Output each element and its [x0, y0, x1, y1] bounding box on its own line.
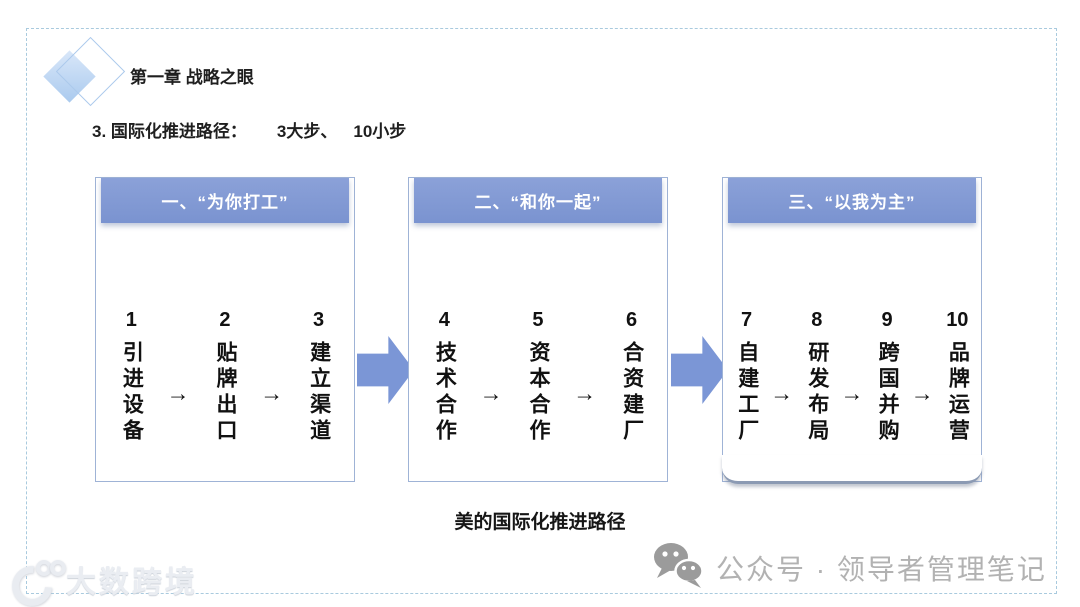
subtitle-small-steps: 10小步: [353, 122, 407, 141]
stage-1-steps: 1 引进设备 → 2 贴牌出口 → 3 建立渠道: [96, 223, 354, 445]
step-label: 跨国并购: [876, 341, 900, 445]
stage-3-steps: 7 自建工厂 → 8 研发布局 → 9 跨国并购 → 10 品牌运营: [723, 223, 981, 445]
arrow-right-icon: →: [770, 380, 794, 406]
step-label: 建立渠道: [307, 341, 331, 445]
subtitle-label: 3. 国际化推进路径：: [92, 122, 247, 141]
chapter-title: 第一章 战略之眼: [130, 68, 254, 87]
step-number: 10: [946, 309, 969, 331]
step-1: 1 引进设备: [119, 308, 143, 445]
step-label: 贴牌出口: [214, 341, 238, 445]
step-6: 6 合资建厂: [620, 308, 644, 445]
arrow-right-icon: →: [166, 380, 190, 406]
arrow-right-icon: →: [260, 380, 284, 406]
stage-2-title: 二、“和你一起”: [414, 178, 662, 223]
page-curl-shadow: [722, 455, 982, 484]
step-5: 5 资本合作: [526, 308, 550, 445]
step-number: 2: [219, 309, 231, 331]
step-label: 自建工厂: [735, 341, 759, 445]
step-2: 2 贴牌出口: [213, 308, 237, 445]
step-number: 1: [125, 309, 137, 331]
arrow-right-icon: →: [840, 380, 864, 406]
arrow-right-icon: →: [479, 380, 503, 406]
step-number: 9: [881, 309, 893, 331]
step-label: 技术合作: [433, 341, 457, 445]
arrow-right-icon: →: [573, 380, 597, 406]
step-7: 7 自建工厂: [735, 308, 759, 445]
subtitle-big-steps: 3大步、: [276, 122, 338, 141]
stage-box-3: 三、“以我为主” 7 自建工厂 → 8 研发布局 → 9 跨国并购 → 10 品…: [722, 177, 982, 484]
section-subtitle: 3. 国际化推进路径： 3大步、 10小步: [92, 117, 406, 142]
step-8: 8 研发布局: [805, 308, 829, 445]
arrow-right-icon: →: [910, 380, 934, 406]
step-label: 资本合作: [527, 341, 551, 445]
step-number: 5: [532, 309, 544, 331]
step-label: 研发布局: [805, 341, 829, 445]
step-label: 合资建厂: [620, 341, 644, 445]
stage-box-1: 一、“为你打工” 1 引进设备 → 2 贴牌出口 → 3 建立渠道: [95, 177, 355, 482]
step-label: 品牌运营: [946, 341, 970, 445]
stage-1-title: 一、“为你打工”: [101, 178, 349, 223]
step-9: 9 跨国并购: [875, 308, 899, 445]
stage-3-title: 三、“以我为主”: [728, 178, 976, 223]
watermark-logo: 大数跨境: [3, 556, 198, 607]
step-number: 8: [811, 309, 823, 331]
step-label: 引进设备: [120, 341, 144, 445]
wechat-account-label: 公众号 · 领导者管理笔记: [716, 553, 1047, 585]
flow-arrow-right-icon: [671, 336, 728, 404]
wechat-icon: [651, 540, 705, 595]
step-3: 3 建立渠道: [307, 308, 331, 445]
diagram-caption: 美的国际化推进路径: [454, 512, 626, 533]
step-number: 4: [438, 309, 450, 331]
stage-box-2: 二、“和你一起” 4 技术合作 → 5 资本合作 → 6 合资建厂: [408, 177, 668, 482]
wechat-account-banner: 公众号 · 领导者管理笔记: [651, 540, 1047, 595]
watermark-label: 大数跨境: [66, 566, 198, 599]
step-10: 10 品牌运营: [945, 308, 969, 445]
step-number: 3: [313, 309, 325, 331]
watermark-swirl-icon: [3, 556, 66, 607]
flow-arrow-right-icon: [357, 336, 414, 404]
step-4: 4 技术合作: [432, 308, 456, 445]
stage-2-steps: 4 技术合作 → 5 资本合作 → 6 合资建厂: [409, 223, 667, 445]
step-number: 7: [741, 309, 753, 331]
step-number: 6: [626, 309, 638, 331]
